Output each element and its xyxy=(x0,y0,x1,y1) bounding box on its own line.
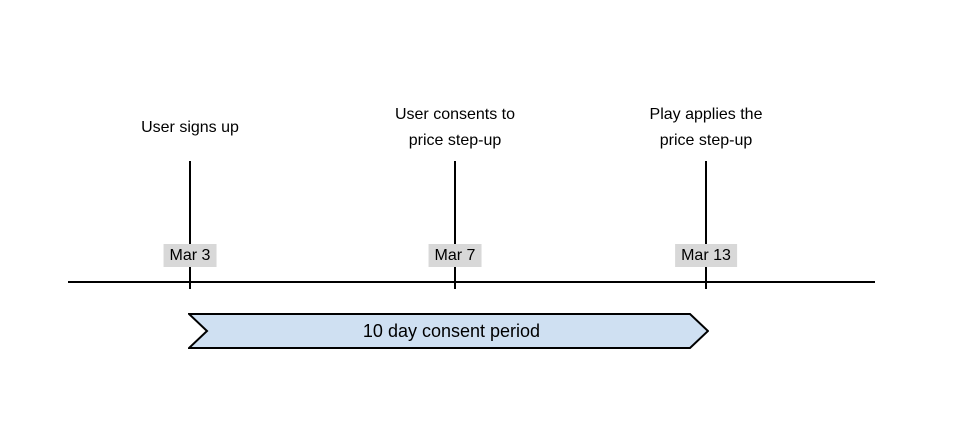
event-date-label: Mar 3 xyxy=(163,244,217,267)
event-tick xyxy=(705,161,707,289)
event-title: User consents to price step-up xyxy=(394,106,516,149)
event-title: Play applies the price step-up xyxy=(649,106,763,149)
event-tick xyxy=(189,161,191,289)
event-title: User signs up xyxy=(141,119,239,136)
chevron-ribbon-shape xyxy=(188,313,709,349)
event-date-label: Mar 7 xyxy=(428,244,482,267)
consent-period-label: 10 day consent period xyxy=(362,320,541,341)
event-date-label: Mar 13 xyxy=(675,244,737,267)
consent-period-banner: 10 day consent period xyxy=(188,313,709,349)
timeline-axis xyxy=(68,281,875,283)
event-tick xyxy=(454,161,456,289)
